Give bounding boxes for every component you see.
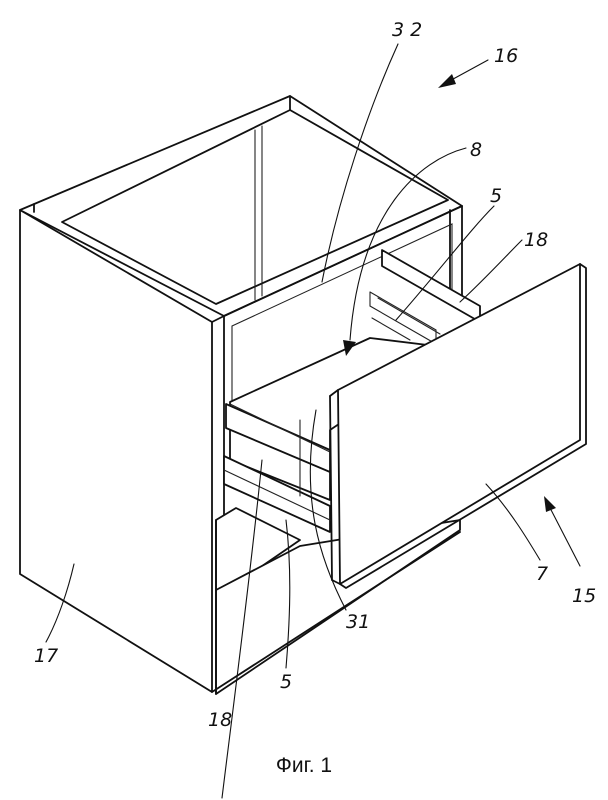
drawer-front-left-edge (329, 389, 339, 397)
base-bottom-line (211, 531, 461, 693)
label-16: 16 (494, 45, 518, 67)
label-15: 15 (572, 585, 596, 607)
drawer-front-left-edge-3 (331, 579, 341, 585)
leader-7 (485, 483, 541, 561)
leader-5-bottom (285, 519, 291, 669)
right-drawer-side-18 (381, 249, 481, 323)
front-opening-frame (223, 205, 463, 317)
label-17: 17 (34, 645, 58, 667)
leader-5-top (395, 205, 495, 321)
arrowhead-15 (544, 496, 556, 512)
drawer-front-panel-7 (337, 263, 581, 585)
arrowhead-8 (343, 340, 356, 356)
leader-8 (349, 147, 467, 341)
leader-18-top (459, 239, 523, 303)
label-8: 8 (470, 139, 482, 161)
left-side-top-edge (229, 403, 331, 453)
label-5-bottom: 5 (280, 671, 292, 693)
left-panel-front-edge (211, 315, 225, 323)
arrowhead-16 (438, 74, 456, 88)
right-rail-detail (377, 297, 441, 335)
label-18-top: 18 (524, 229, 548, 251)
front-opening-inner (231, 223, 453, 327)
drawer-front-thickness (339, 263, 587, 589)
left-rail-5 (223, 455, 331, 533)
leader-17 (45, 563, 75, 643)
leader-31 (309, 409, 347, 611)
label-7: 7 (536, 563, 548, 585)
right-rail-detail-2 (371, 317, 411, 341)
leader-15 (547, 503, 581, 567)
label-32: 3 2 (392, 19, 422, 41)
leader-18-bottom (221, 459, 263, 799)
label-5-top: 5 (490, 185, 502, 207)
figure-caption: Фиг. 1 (275, 754, 333, 777)
leader-32 (321, 43, 399, 283)
label-18-bottom: 18 (208, 709, 232, 731)
left-rail-detail (223, 469, 331, 521)
label-31: 31 (346, 611, 370, 633)
drawer-front-left-edge-2 (329, 395, 333, 581)
